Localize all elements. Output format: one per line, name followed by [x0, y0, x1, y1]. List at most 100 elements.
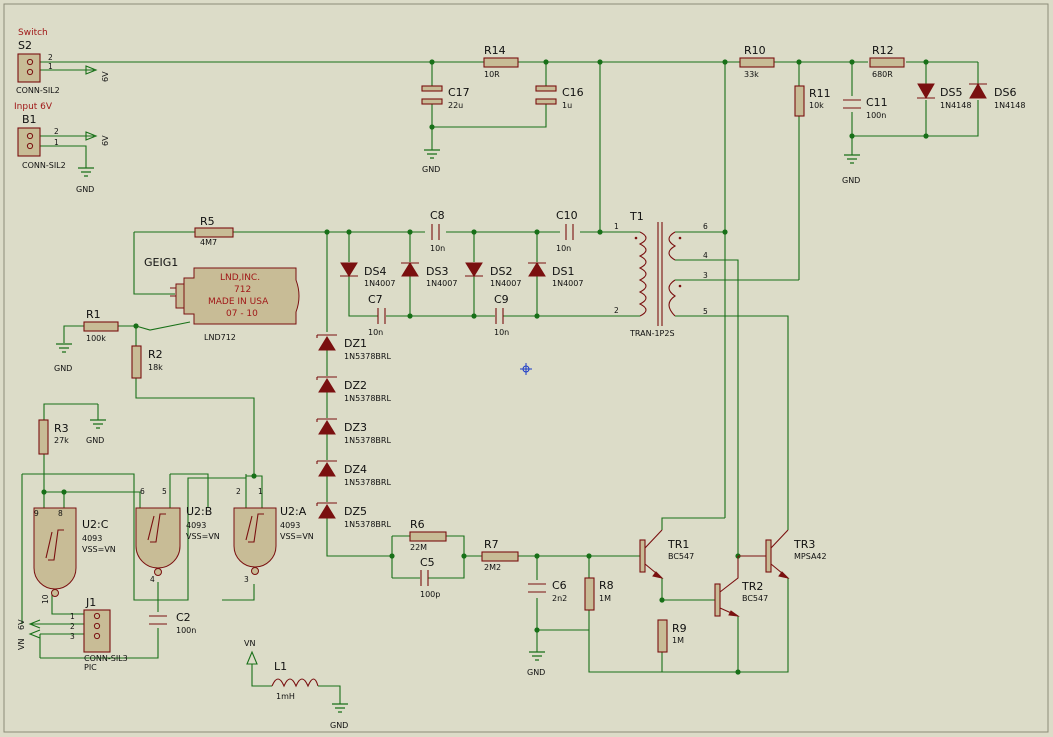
svg-text:VN: VN: [17, 639, 26, 650]
r12-resistor[interactable]: [869, 57, 905, 68]
input-label: Input 6V: [14, 102, 53, 112]
j1-connector[interactable]: [83, 609, 111, 653]
gnd-label: GND: [54, 364, 72, 373]
svg-text:R3: R3: [54, 422, 69, 435]
svg-text:10n: 10n: [430, 244, 445, 253]
junction-dots: [41, 59, 929, 675]
dz3-zener[interactable]: [316, 418, 337, 435]
svg-text:R10: R10: [744, 44, 766, 57]
svg-text:22u: 22u: [448, 101, 463, 110]
dz1-zener[interactable]: [316, 334, 337, 351]
c2-capacitor[interactable]: [149, 615, 167, 625]
svg-text:10: 10: [41, 594, 50, 604]
power-terminal-vn: VN: [244, 639, 258, 665]
svg-text:C2: C2: [176, 611, 191, 624]
ds4-diode[interactable]: [340, 262, 358, 277]
ground-icon: [529, 651, 545, 661]
svg-text:DS5: DS5: [940, 86, 962, 99]
svg-text:1M: 1M: [672, 636, 684, 645]
svg-text:R6: R6: [410, 518, 425, 531]
svg-text:4: 4: [150, 575, 155, 584]
svg-text:C11: C11: [866, 96, 888, 109]
svg-text:R1: R1: [86, 308, 101, 321]
r10-resistor[interactable]: [739, 57, 775, 68]
c5-capacitor[interactable]: [420, 570, 429, 586]
svg-text:MADE IN USA: MADE IN USA: [208, 297, 269, 307]
r1-resistor[interactable]: [83, 321, 119, 332]
r2-resistor[interactable]: [131, 345, 142, 379]
c10-capacitor[interactable]: [565, 224, 574, 240]
svg-text:R11: R11: [809, 87, 831, 100]
c11-capacitor[interactable]: [843, 99, 861, 109]
c16-capacitor[interactable]: [535, 85, 557, 105]
l1-inductor[interactable]: [271, 678, 319, 688]
r8-resistor[interactable]: [584, 577, 595, 611]
svg-text:VSS=VN: VSS=VN: [186, 532, 220, 541]
ds6-diode[interactable]: [969, 82, 987, 99]
svg-text:27k: 27k: [54, 436, 69, 445]
gnd-label: GND: [330, 721, 348, 730]
c9-capacitor[interactable]: [495, 308, 504, 324]
svg-text:6V: 6V: [101, 71, 110, 82]
svg-text:8: 8: [58, 509, 63, 518]
s2-connector[interactable]: [17, 53, 41, 83]
gnd-label: GND: [86, 436, 104, 445]
ds3-diode[interactable]: [401, 262, 419, 277]
r9-resistor[interactable]: [657, 619, 668, 653]
b1-ref: B1: [22, 113, 37, 126]
ds5-diode[interactable]: [917, 83, 935, 100]
svg-text:U2:A: U2:A: [280, 505, 307, 518]
ground-icon: [90, 419, 106, 429]
svg-text:2: 2: [48, 53, 53, 62]
svg-text:C5: C5: [420, 556, 435, 569]
c6-capacitor[interactable]: [528, 583, 546, 593]
svg-text:1N4007: 1N4007: [364, 279, 395, 288]
svg-text:10n: 10n: [368, 328, 383, 337]
r11-resistor[interactable]: [794, 85, 805, 117]
b1-connector[interactable]: [17, 127, 41, 157]
ds1-diode[interactable]: [528, 262, 546, 277]
ds2-diode[interactable]: [465, 262, 483, 277]
svg-text:TR1: TR1: [667, 538, 689, 551]
u2b-gate[interactable]: [135, 507, 181, 576]
svg-text:DZ3: DZ3: [344, 421, 367, 434]
r6-resistor[interactable]: [409, 531, 447, 542]
svg-text:TR3: TR3: [793, 538, 815, 551]
svg-text:10n: 10n: [556, 244, 571, 253]
svg-text:C7: C7: [368, 293, 383, 306]
c17-capacitor[interactable]: [421, 85, 443, 105]
tr2-transistor[interactable]: [714, 556, 740, 617]
r7-resistor[interactable]: [481, 551, 519, 562]
svg-text:DZ5: DZ5: [344, 505, 367, 518]
ground-icon: [78, 167, 94, 177]
sheet-border: [3, 3, 1049, 733]
svg-text:1N5378BRL: 1N5378BRL: [344, 436, 391, 445]
dz4-zener[interactable]: [316, 460, 337, 477]
c7-capacitor[interactable]: [377, 308, 386, 324]
svg-text:5: 5: [162, 487, 167, 496]
svg-text:U2:C: U2:C: [82, 518, 109, 531]
c8-capacitor[interactable]: [431, 224, 440, 240]
r14-resistor[interactable]: [483, 57, 519, 68]
svg-text:C9: C9: [494, 293, 509, 306]
r3-resistor[interactable]: [38, 419, 49, 455]
t1-transformer[interactable]: [634, 222, 682, 326]
svg-text:1N4148: 1N4148: [940, 101, 971, 110]
tr1-transistor[interactable]: [639, 529, 664, 579]
s2-ref: S2: [18, 39, 32, 52]
svg-text:4093: 4093: [186, 521, 206, 530]
u2c-gate[interactable]: [33, 507, 77, 597]
svg-text:5: 5: [703, 307, 708, 316]
power-terminal-6v: 6V: [85, 65, 110, 82]
geig1-tube[interactable]: [170, 267, 300, 325]
u2a-gate[interactable]: [233, 507, 277, 575]
svg-text:DS3: DS3: [426, 265, 448, 278]
r5-resistor[interactable]: [194, 227, 234, 238]
svg-text:33k: 33k: [744, 70, 759, 79]
s2-value: CONN-SIL2: [16, 86, 60, 95]
dz2-zener[interactable]: [316, 376, 337, 393]
svg-text:2n2: 2n2: [552, 594, 567, 603]
dz5-zener[interactable]: [316, 502, 337, 519]
tr3-transistor[interactable]: [738, 529, 790, 579]
svg-text:1: 1: [54, 138, 59, 147]
